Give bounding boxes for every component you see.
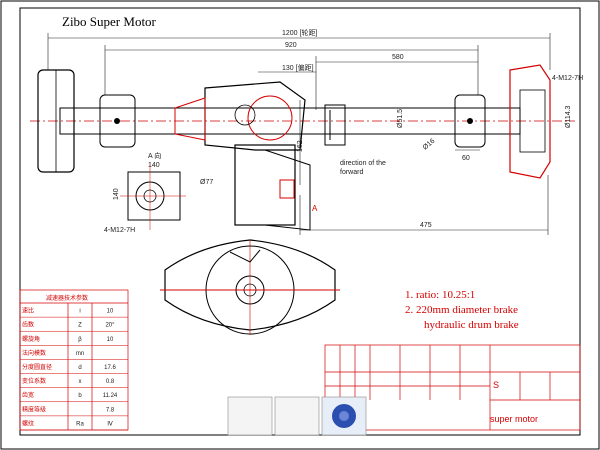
direction-label-1: direction of the: [340, 160, 386, 167]
table-cell: i: [79, 309, 80, 315]
table-cell: 10: [107, 309, 114, 315]
table-cell: Ra: [76, 421, 84, 427]
table-cell: 20°: [105, 323, 115, 329]
right-hub: [509, 64, 551, 179]
drawing-title: Zibo Super Motor: [62, 14, 157, 29]
dim-inner: 920: [285, 42, 297, 49]
table-cell: d: [78, 365, 81, 371]
title-block: [324, 344, 581, 431]
table-cell: 法向模数: [22, 349, 46, 357]
table-rows: 速比 i 10 齿数 Z 20° 螺旋角 β 10 法向模数 mn 分度圆直径 d 17.6 变位系数 x 0.…: [20, 307, 128, 431]
table-header: 减速器技术参数: [46, 294, 88, 302]
table-cell: 7.8: [106, 407, 115, 413]
table-cell: 0.8: [106, 379, 115, 385]
dim-dia-hub: Ø114.3: [565, 105, 572, 128]
table-cell: 齿数: [22, 321, 34, 329]
table-cell: 17.6: [104, 365, 116, 371]
dim-overall: 1200 [轮距]: [282, 28, 317, 37]
right-spring-seat: [454, 94, 486, 148]
table-cell: 螺旋角: [22, 335, 40, 343]
thumbnail-strip: [227, 396, 367, 436]
callout-hole: Ø77: [200, 179, 213, 186]
table-cell: x: [79, 379, 82, 385]
callout-bolt-right: 4-M12-7H: [552, 75, 583, 82]
callout-bolt-left: 4-M12-7H: [104, 227, 135, 234]
dim-side: 60: [462, 155, 470, 162]
table-cell: mn: [76, 351, 84, 357]
table-cell: 10: [107, 337, 114, 343]
callout-small-v: 140: [113, 188, 120, 200]
callout-section: A 向: [148, 151, 161, 160]
table-cell: 11.24: [103, 393, 118, 399]
dimension-lines: [47, 33, 551, 235]
table-cell: Ⅳ: [107, 421, 113, 427]
flange-view: [120, 165, 186, 230]
axle-assembly: [30, 64, 575, 231]
title-block-company: super motor: [490, 414, 538, 424]
left-spring-seat: [99, 94, 136, 148]
table-cell: 齿宽: [22, 391, 34, 399]
thumbnail-drawing-1: [227, 396, 273, 436]
direction-label-2: forward: [340, 169, 363, 176]
differential-housing: [204, 81, 306, 151]
table-cell: b: [78, 393, 82, 399]
callout-small: 140: [148, 162, 160, 169]
note-drum: hydraulic drum brake: [424, 319, 519, 331]
table-cell: Z: [78, 323, 82, 329]
dim-right-span: 580: [392, 54, 404, 61]
thumbnail-drawing-2: [274, 396, 320, 436]
housing-section-view: [160, 239, 340, 335]
dim-dia-right: Ø51.5: [397, 109, 404, 128]
table-cell: 变位系数: [22, 377, 46, 385]
note-brake: 2. 220mm diameter brake: [405, 304, 518, 316]
title-block-mark: S: [493, 380, 499, 390]
table-cell: 螺纹: [22, 419, 34, 427]
table-cell: 精度等级: [22, 405, 46, 413]
table-cell: β: [78, 337, 82, 343]
dim-center: 130 [偏距]: [282, 63, 314, 72]
arrow-a-label: A: [312, 204, 318, 213]
table-cell: 速比: [22, 307, 34, 315]
dim-lower: 475: [420, 222, 432, 229]
note-ratio: 1. ratio: 10.25:1: [405, 289, 475, 301]
table-cell: 分度圆直径: [22, 363, 52, 371]
